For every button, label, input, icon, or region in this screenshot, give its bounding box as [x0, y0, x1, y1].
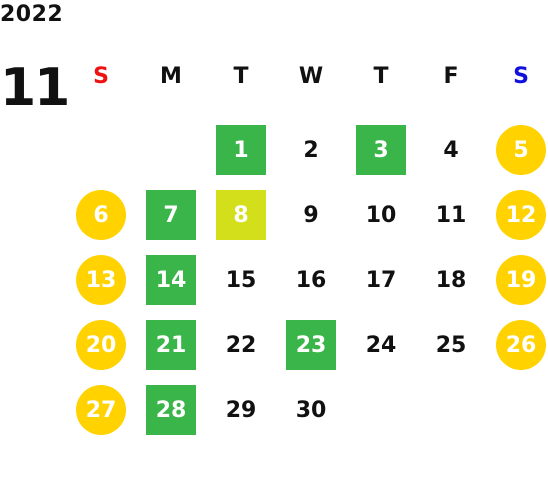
day-17[interactable]: 17	[365, 267, 397, 293]
day-30[interactable]: 30	[295, 397, 327, 423]
month-number: 11	[0, 58, 70, 118]
day-10[interactable]: 10	[365, 202, 397, 228]
day-4[interactable]: 4	[443, 137, 459, 163]
weekday-sun: S	[93, 64, 109, 89]
day-15[interactable]: 15	[225, 267, 257, 293]
day-29[interactable]: 29	[225, 397, 257, 423]
day-23[interactable]: 23	[286, 320, 336, 370]
day-11[interactable]: 11	[435, 202, 467, 228]
day-27[interactable]: 27	[76, 385, 126, 435]
day-14[interactable]: 14	[146, 255, 196, 305]
day-20[interactable]: 20	[76, 320, 126, 370]
day-25[interactable]: 25	[435, 332, 467, 358]
day-12[interactable]: 12	[496, 190, 546, 240]
weekday-sat: S	[513, 64, 529, 89]
weekday-wed: W	[298, 64, 324, 89]
day-6[interactable]: 6	[76, 190, 126, 240]
day-19[interactable]: 19	[496, 255, 546, 305]
weekday-mon: M	[160, 64, 182, 89]
day-28[interactable]: 28	[146, 385, 196, 435]
day-16[interactable]: 16	[295, 267, 327, 293]
day-7[interactable]: 7	[146, 190, 196, 240]
day-21[interactable]: 21	[146, 320, 196, 370]
day-24[interactable]: 24	[365, 332, 397, 358]
day-13[interactable]: 13	[76, 255, 126, 305]
day-2[interactable]: 2	[303, 137, 319, 163]
day-18[interactable]: 18	[435, 267, 467, 293]
day-1[interactable]: 1	[216, 125, 266, 175]
day-26[interactable]: 26	[496, 320, 546, 370]
day-9[interactable]: 9	[303, 202, 319, 228]
day-5[interactable]: 5	[496, 125, 546, 175]
day-3[interactable]: 3	[356, 125, 406, 175]
weekday-thu: T	[373, 64, 389, 89]
day-8[interactable]: 8	[216, 190, 266, 240]
year-label: 2022	[0, 2, 64, 27]
weekday-tue: T	[233, 64, 249, 89]
weekday-fri: F	[443, 64, 459, 89]
day-22[interactable]: 22	[225, 332, 257, 358]
